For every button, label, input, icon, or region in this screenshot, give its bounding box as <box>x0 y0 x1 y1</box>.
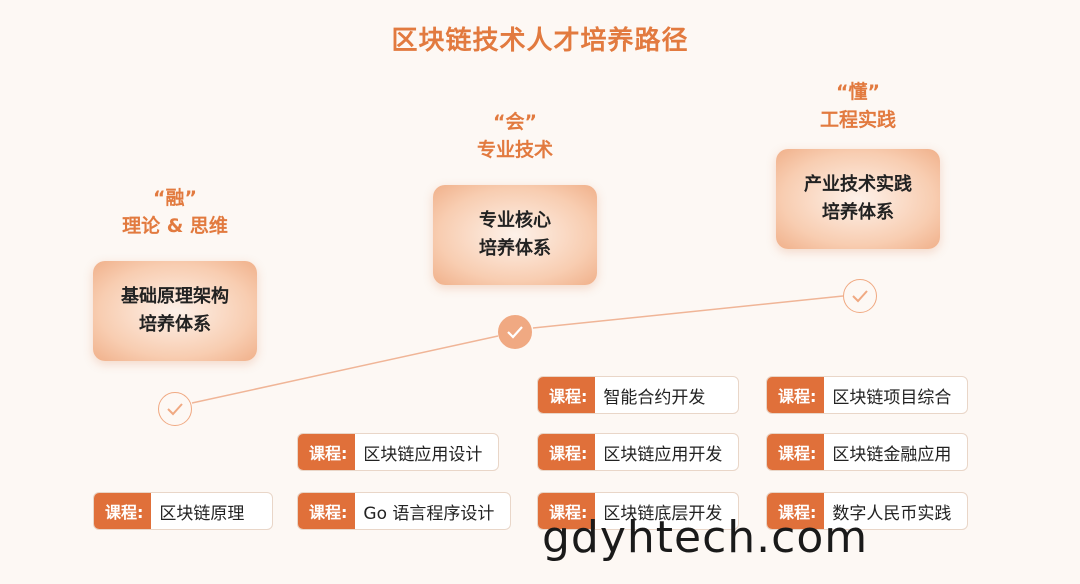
stage-label-skill: “会” 专业技术 <box>440 108 590 164</box>
stage-label-theory: “融” 理论 & 思维 <box>100 184 250 240</box>
stage-box-line: 产业技术实践 <box>804 174 912 195</box>
stage-quote: “会” <box>493 111 537 133</box>
check-icon <box>158 392 192 426</box>
course-name: 智能合约开发 <box>603 387 706 408</box>
course-tag: 课程: <box>298 434 356 470</box>
stage-subtitle: 专业技术 <box>476 139 553 161</box>
course-item: 课程: 区块链金融应用 <box>766 433 968 471</box>
stage-box-line: 培养体系 <box>139 314 211 335</box>
course-item: 课程: 区块链项目综合 <box>766 376 968 414</box>
course-name: 数字人民币实践 <box>832 503 952 524</box>
stage-quote: “懂” <box>836 81 880 103</box>
course-name: 区块链原理 <box>159 503 245 524</box>
course-tag: 课程: <box>298 493 356 529</box>
stage-quote: “融” <box>153 187 197 209</box>
stage-box-industry: 产业技术实践 培养体系 <box>776 149 940 249</box>
course-name: 区块链应用设计 <box>363 444 483 465</box>
watermark: gdyhtech.com <box>542 512 869 563</box>
page-title: 区块链技术人才培养路径 <box>391 26 689 56</box>
course-tag: 课程: <box>767 377 825 413</box>
course-tag: 课程: <box>767 434 825 470</box>
course-tag: 课程: <box>94 493 152 529</box>
course-item: 课程: 区块链应用开发 <box>537 433 739 471</box>
stage-box-line: 专业核心 <box>479 210 551 231</box>
stage-box-line: 基础原理架构 <box>121 286 229 307</box>
course-item: 课程: Go 语言程序设计 <box>297 492 511 530</box>
course-item: 课程: 区块链原理 <box>93 492 273 530</box>
course-item: 课程: 区块链应用设计 <box>297 433 499 471</box>
course-item: 课程: 区块链底层开发 <box>537 492 739 530</box>
course-name: 区块链金融应用 <box>832 444 952 465</box>
stage-subtitle: 理论 & 思维 <box>122 215 228 237</box>
stage-label-practice: “懂” 工程实践 <box>783 78 933 134</box>
course-tag: 课程: <box>538 377 596 413</box>
course-name: 区块链底层开发 <box>603 503 723 524</box>
course-tag: 课程: <box>538 434 596 470</box>
stage-box-core: 专业核心 培养体系 <box>433 185 597 285</box>
course-item: 课程: 智能合约开发 <box>537 376 739 414</box>
course-tag: 课程: <box>538 493 596 529</box>
stage-subtitle: 工程实践 <box>819 109 896 131</box>
course-tag: 课程: <box>767 493 825 529</box>
check-icon <box>498 315 532 349</box>
course-item: 课程: 数字人民币实践 <box>766 492 968 530</box>
stage-box-line: 培养体系 <box>822 202 894 223</box>
check-icon <box>843 279 877 313</box>
course-name: 区块链应用开发 <box>603 444 723 465</box>
course-name: 区块链项目综合 <box>832 387 952 408</box>
progress-line-segment-2 <box>532 295 844 329</box>
stage-box-line: 培养体系 <box>479 238 551 259</box>
progress-line-segment-1 <box>191 335 499 404</box>
course-name: Go 语言程序设计 <box>363 503 495 524</box>
stage-box-foundation: 基础原理架构 培养体系 <box>93 261 257 361</box>
